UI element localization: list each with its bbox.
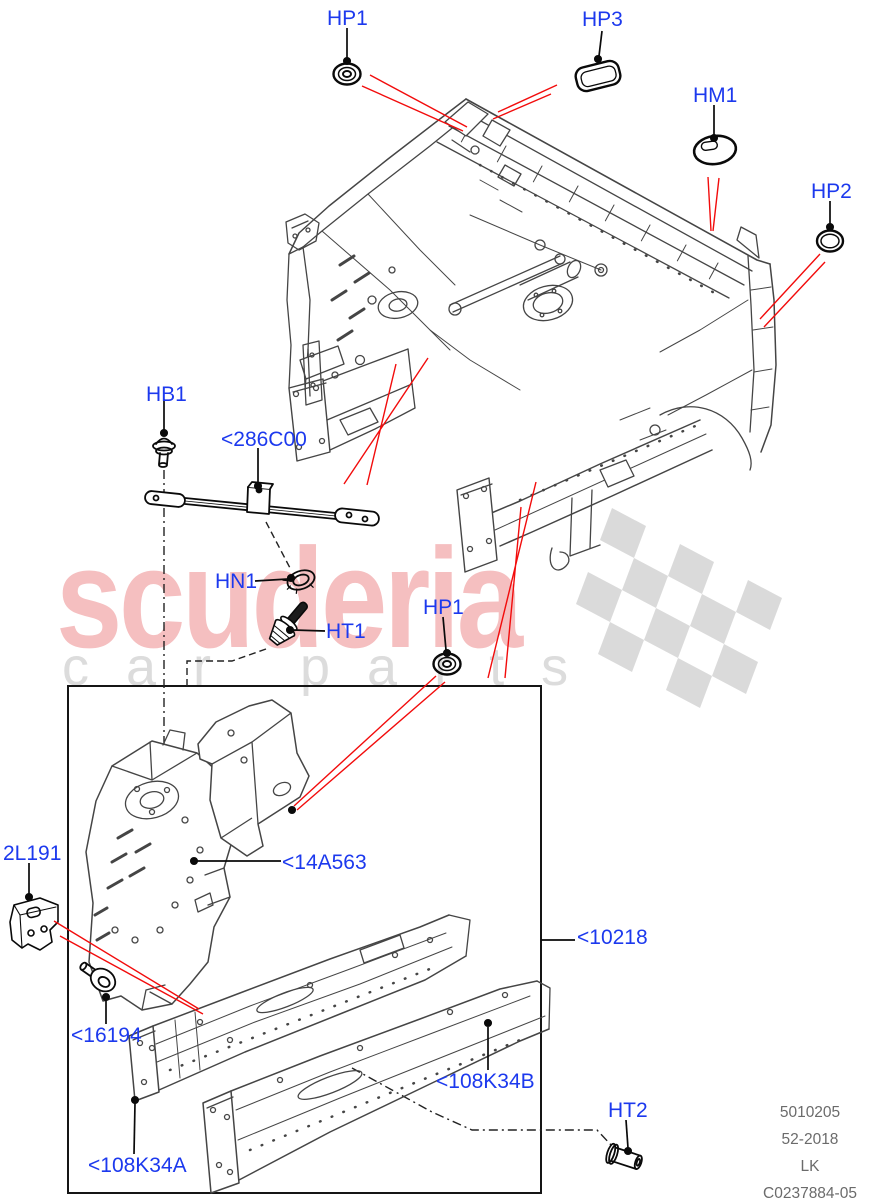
wheel-housing-part [85, 729, 234, 1011]
reference-drawing: C0237884-05 [763, 1185, 857, 1200]
callout-hp1-top[interactable]: HP1 [327, 7, 368, 30]
callout-108k34b[interactable]: <108K34B [436, 1070, 535, 1093]
push-pin-clip-icon [152, 437, 176, 468]
main-assembly-illustration [285, 98, 777, 573]
callout-pointer-lines [24, 28, 835, 1156]
grommet-icon [332, 62, 362, 86]
bracket-icon [9, 897, 59, 951]
callout-ht1[interactable]: HT1 [326, 620, 366, 643]
connector-lines-dashed [163, 470, 613, 1147]
front-side-member-lower-part [202, 980, 551, 1194]
bolt-icon [268, 601, 309, 646]
ring-grommet-icon [815, 229, 845, 253]
callout-hb1[interactable]: HB1 [146, 383, 187, 406]
callout-108k34a[interactable]: <108K34A [88, 1154, 187, 1177]
checkered-flag-icon [576, 508, 782, 708]
apron-panel-part [197, 699, 310, 857]
callout-14a563[interactable]: <14A563 [282, 851, 367, 874]
callout-10218[interactable]: <10218 [577, 926, 648, 949]
fastener-icons [9, 59, 845, 1170]
flange-nut-icon [282, 569, 316, 595]
callout-16194[interactable]: <16194 [71, 1024, 142, 1047]
callout-hm1[interactable]: HM1 [693, 84, 738, 107]
reference-date: 52-2018 [781, 1131, 839, 1148]
leader-lines-red [53, 74, 826, 1015]
callout-hp3[interactable]: HP3 [582, 8, 623, 31]
reference-number: 5010205 [779, 1104, 841, 1121]
rivet-bolt-icon [79, 961, 117, 993]
blanking-plug-icon [574, 59, 622, 93]
reference-code: LK [800, 1158, 820, 1175]
callout-hp2[interactable]: HP2 [811, 180, 852, 203]
callout-ht2[interactable]: HT2 [608, 1099, 648, 1122]
sleeve-bolt-icon [605, 1142, 643, 1170]
callout-hp1-box[interactable]: HP1 [423, 596, 464, 619]
callout-2l191[interactable]: 2L191 [3, 842, 62, 865]
drawing-reference-block: 5010205 52-2018 LK C0237884-05 [752, 1099, 868, 1200]
callout-286c00[interactable]: <286C00 [221, 428, 307, 451]
strut-brace-icon [144, 481, 380, 527]
callout-hn1[interactable]: HN1 [215, 570, 258, 593]
front-side-member-upper-part [128, 914, 471, 1102]
